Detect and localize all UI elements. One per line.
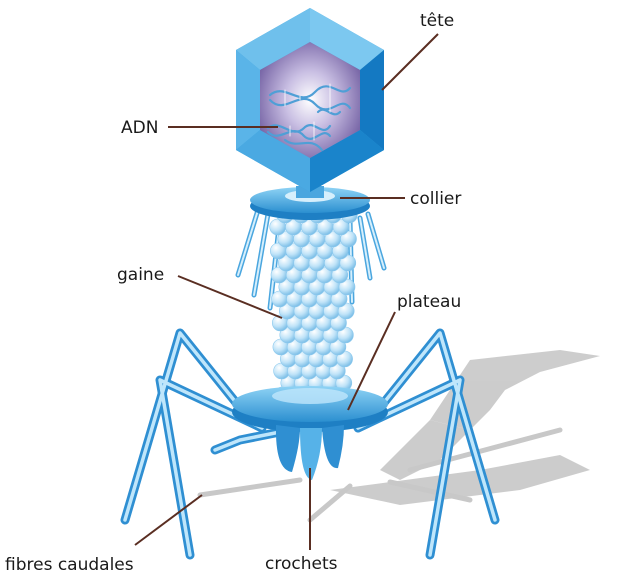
label-head: tête <box>420 11 454 31</box>
label-sheath: gaine <box>117 265 164 285</box>
label-baseplate: plateau <box>397 292 461 312</box>
label-tail-fibers: fibres caudales <box>5 555 134 575</box>
label-collar: collier <box>410 189 461 209</box>
sheath <box>270 207 358 403</box>
label-dna: ADN <box>121 118 158 138</box>
label-pins: crochets <box>265 554 338 574</box>
baseplate <box>232 386 388 432</box>
